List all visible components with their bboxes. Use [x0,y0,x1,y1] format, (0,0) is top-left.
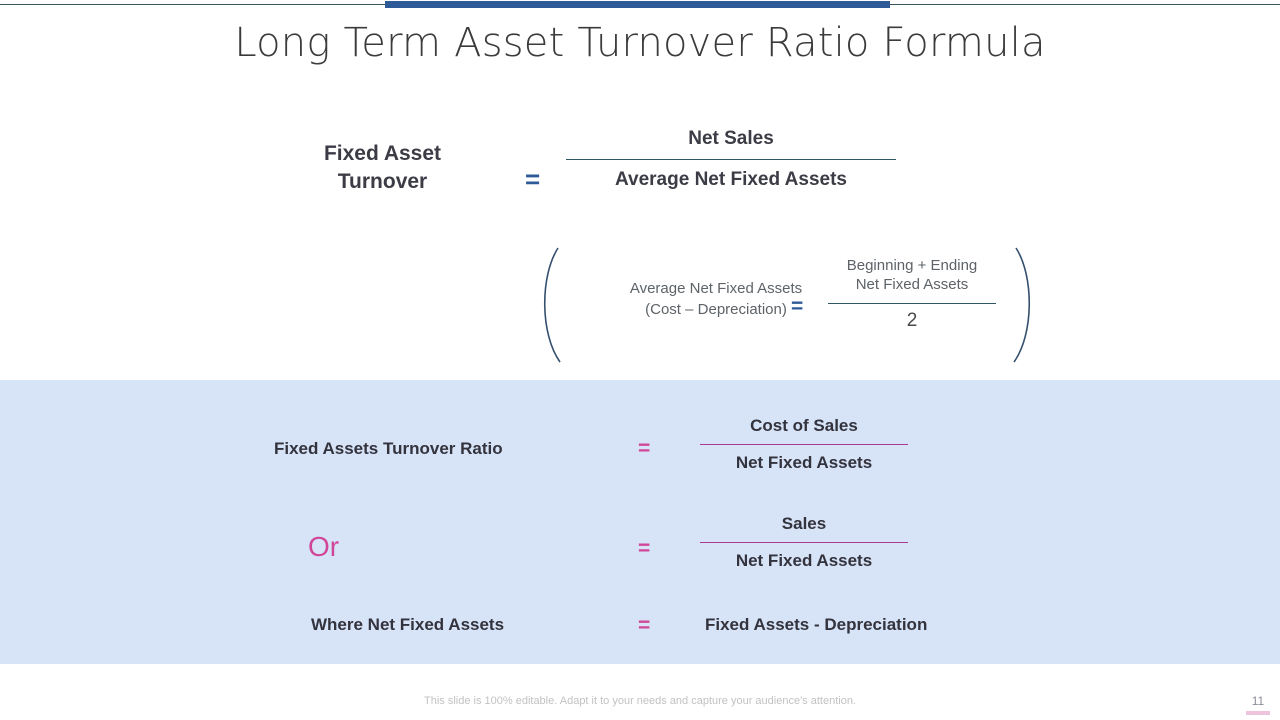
main-formula-fraction: Net Sales Average Net Fixed Assets [566,128,896,191]
row-label-fixed-assets-turnover-ratio: Fixed Assets Turnover Ratio [274,439,503,458]
top-accent-bar [385,1,890,8]
equals-sign-main-formula: = [525,164,541,194]
row-1-fraction-bar [700,444,908,445]
bracket-formula-numerator-line1: Beginning + Ending [846,257,978,274]
row-2-fraction-bar [700,542,908,543]
footer-note: This slide is 100% editable. Adapt it to… [424,695,856,707]
equals-sign-row-2: = [638,537,651,560]
bracket-formula-numerator: Beginning + Ending Net Fixed Assets [828,256,996,303]
main-formula-denominator: Average Net Fixed Assets [615,169,847,190]
equals-sign-row-3: = [638,614,651,637]
equals-sign-row-1: = [638,437,651,460]
average-net-fixed-assets-label: Average Net Fixed Assets (Cost – Depreci… [586,278,846,320]
page-number-underline [1246,711,1270,715]
row-1-denominator: Net Fixed Assets [735,453,873,472]
row-2-numerator: Sales [781,514,827,533]
page-title: Long Term Asset Turnover Ratio Formula [234,20,1046,66]
bracket-formula-fraction-bar [828,303,996,304]
main-formula-fraction-bar [566,159,896,160]
average-net-fixed-assets-label-line1: Average Net Fixed Assets [629,280,803,297]
left-parenthesis-icon [543,247,561,363]
bracket-formula-numerator-line2: Net Fixed Assets [855,276,969,293]
row-1-fraction: Cost of Sales Net Fixed Assets [700,416,908,473]
average-net-fixed-assets-label-line2: (Cost – Depreciation) [645,301,787,318]
right-parenthesis-icon [1013,247,1031,363]
row-label-where-net-fixed-assets: Where Net Fixed Assets [311,615,505,634]
blue-content-panel [0,380,1280,664]
main-formula-numerator: Net Sales [688,128,774,149]
page-number: 11 [1251,694,1265,708]
fixed-asset-turnover-label-line2: Turnover [337,170,428,193]
row-2-fraction: Sales Net Fixed Assets [700,514,908,571]
row-1-numerator: Cost of Sales [750,416,858,435]
row-3-value: Fixed Assets - Depreciation [705,615,928,634]
equals-sign-bracket-formula: = [791,295,804,318]
fixed-asset-turnover-label: Fixed Asset Turnover [250,140,515,196]
fixed-asset-turnover-label-line1: Fixed Asset [323,142,442,165]
or-label: Or [308,531,340,562]
bracketed-subformula-group: Average Net Fixed Assets (Cost – Depreci… [538,246,1036,364]
large-parenthesis-icons [543,247,1031,363]
bracket-formula-denominator: 2 [906,310,918,331]
bracket-formula-fraction: Beginning + Ending Net Fixed Assets 2 [828,256,996,332]
row-2-denominator: Net Fixed Assets [735,551,873,570]
